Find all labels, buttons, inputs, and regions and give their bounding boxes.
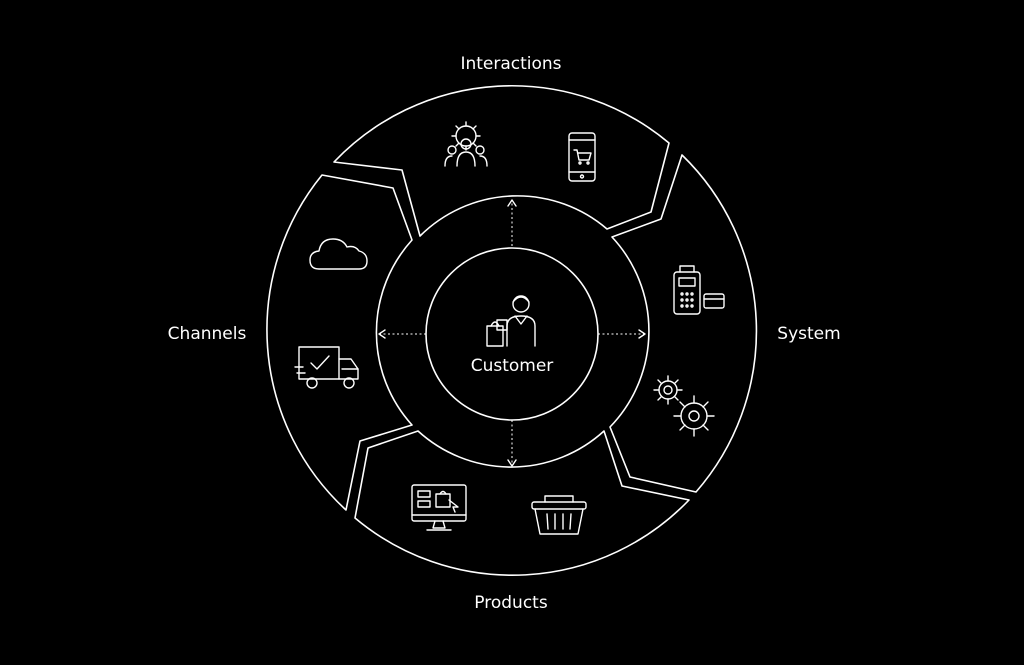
- card-terminal-icon: [673, 265, 725, 315]
- customer-shopping-icon: [486, 295, 536, 347]
- outer-ring: [266, 85, 758, 576]
- segment-channels: [266, 174, 413, 511]
- label-interactions: Interactions: [460, 54, 561, 74]
- computer-shop-icon: [411, 484, 467, 531]
- label-system: System: [777, 324, 840, 344]
- label-products: Products: [474, 593, 548, 613]
- segment-interactions: [333, 85, 670, 237]
- label-channels: Channels: [168, 324, 247, 344]
- segment-system: [609, 154, 758, 493]
- arrows: [378, 199, 646, 467]
- segment-products: [354, 430, 690, 576]
- mobile-cart-icon: [568, 132, 596, 182]
- center-label: Customer: [471, 356, 554, 376]
- cloud-icon: [309, 238, 368, 270]
- delivery-truck-icon: [294, 346, 359, 389]
- basket-icon: [531, 495, 587, 535]
- gears-icon: [653, 375, 715, 437]
- inner-circle: [425, 247, 599, 421]
- team-gear-icon: [444, 121, 488, 167]
